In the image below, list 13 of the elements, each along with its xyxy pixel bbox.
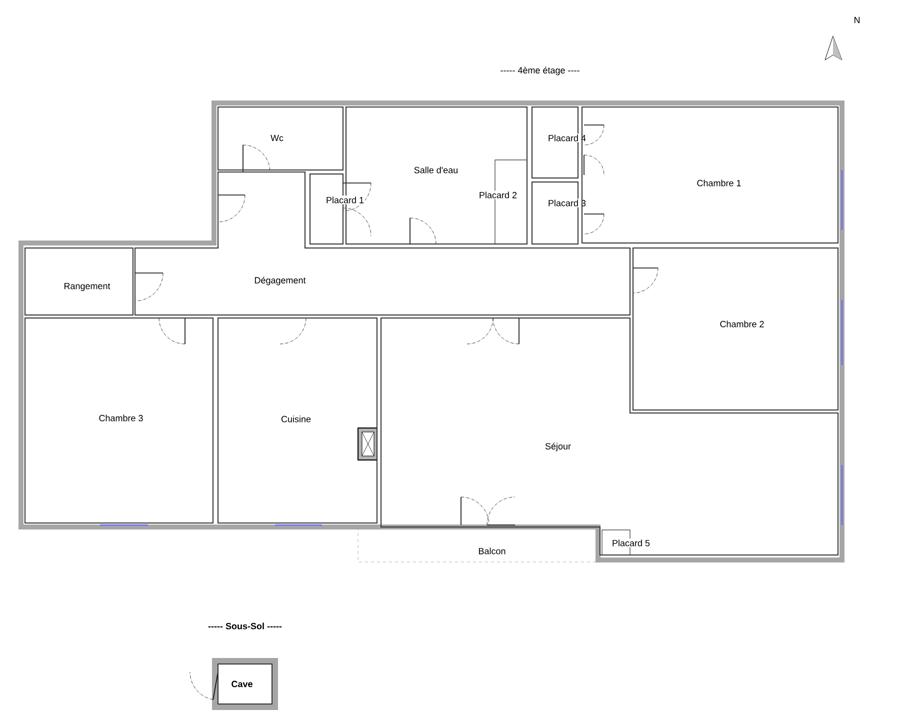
room: Wc [218,106,344,170]
floor-heading: ----- 4ème étage ---- [500,66,580,76]
room: Chambre 3 [24,318,214,524]
floor-heading: ----- Sous-Sol ----- [208,622,282,630]
room: Balcon [477,546,507,556]
room: Cave [218,663,272,704]
room: Placard 5 [602,530,652,556]
north-letter: N [854,16,860,24]
room: Chambre 2 [632,247,838,410]
room: Rangement [24,247,134,316]
room: Placard 1 [310,173,366,244]
room: Placard 2 [478,160,528,244]
room: Cuisine [218,318,378,524]
